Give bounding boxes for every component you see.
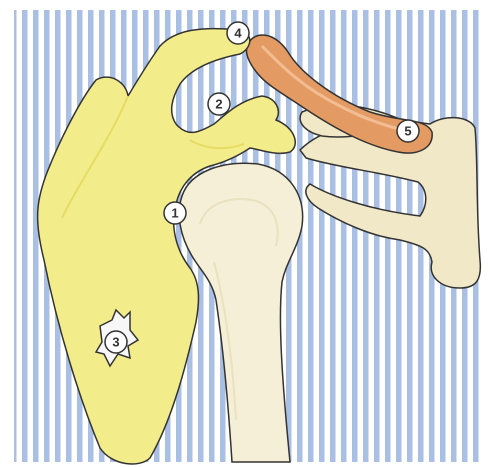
marker-1: 1 (164, 202, 186, 224)
marker-2: 2 (208, 93, 230, 115)
marker-label: 1 (171, 206, 178, 221)
marker-3: 3 (105, 331, 127, 353)
marker-label: 5 (404, 124, 411, 139)
marker-4: 4 (227, 22, 249, 44)
marker-label: 2 (215, 97, 222, 112)
marker-label: 4 (234, 26, 242, 41)
marker-label: 3 (112, 335, 119, 350)
marker-5: 5 (397, 120, 419, 142)
